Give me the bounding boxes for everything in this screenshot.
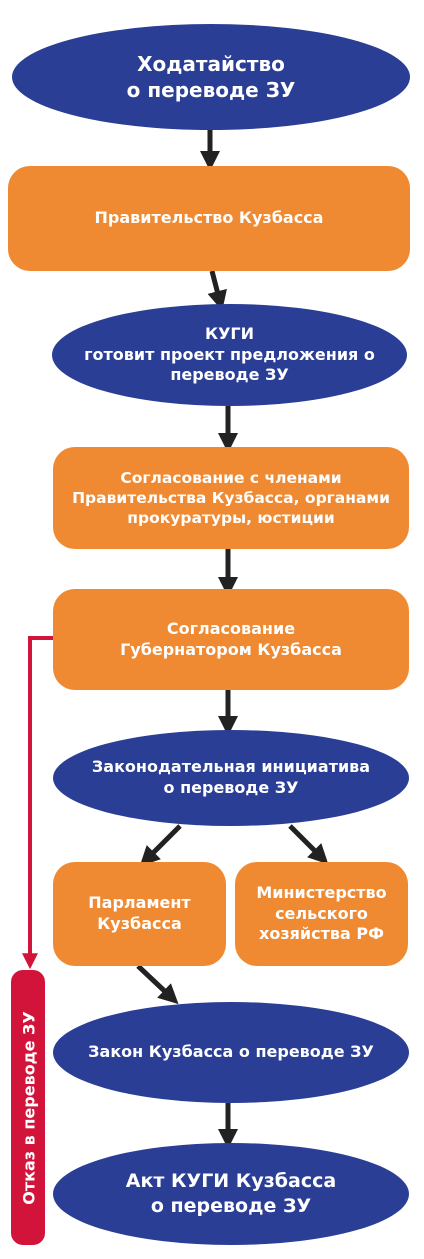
government-node: Правительство Кузбасса [8, 166, 410, 271]
parliament-node: Парламент Кузбасса [53, 862, 226, 966]
petition-node: Ходатайство о переводе ЗУ [12, 24, 410, 130]
act-node: Акт КУГИ Кузбасса о переводе ЗУ [53, 1143, 409, 1245]
arrow-government-kugi [207, 270, 227, 311]
ministry-label: Министерство сельского хозяйства РФ [256, 882, 387, 944]
legislative-initiative-label: Законодательная инициатива о переводе ЗУ [91, 757, 371, 797]
law-label: Закон Кузбасса о переводе ЗУ [88, 1042, 374, 1062]
petition-label: Ходатайство о переводе ЗУ [126, 52, 296, 102]
parliament-label: Парламент Кузбасса [88, 893, 191, 933]
kugi-node: КУГИ готовит проект предложения о перево… [52, 304, 407, 406]
refusal-box: Отказ в переводе ЗУ [11, 970, 45, 1245]
legislative-initiative-node: Законодательная инициатива о переводе ЗУ [53, 730, 409, 826]
approval-members-node: Согласование с членами Правительства Куз… [53, 447, 409, 549]
kugi-label: КУГИ готовит проект предложения о перево… [84, 323, 375, 385]
law-node: Закон Кузбасса о переводе ЗУ [53, 1002, 409, 1103]
approval-governor-label: Согласование Губернатором Кузбасса [120, 618, 342, 659]
ministry-node: Министерство сельского хозяйства РФ [235, 862, 408, 966]
government-label: Правительство Кузбасса [94, 208, 324, 228]
arrow-initiative-ministry [288, 824, 329, 865]
arrow-initiative-parliament [139, 824, 182, 867]
approval-members-label: Согласование с членами Правительства Куз… [72, 468, 390, 528]
refusal-line [22, 636, 58, 970]
act-label: Акт КУГИ Кузбасса о переводе ЗУ [125, 1170, 337, 1217]
approval-governor-node: Согласование Губернатором Кузбасса [53, 589, 409, 690]
arrow-parliament-law [136, 964, 179, 1005]
refusal-label: Отказ в переводе ЗУ [19, 1011, 38, 1205]
